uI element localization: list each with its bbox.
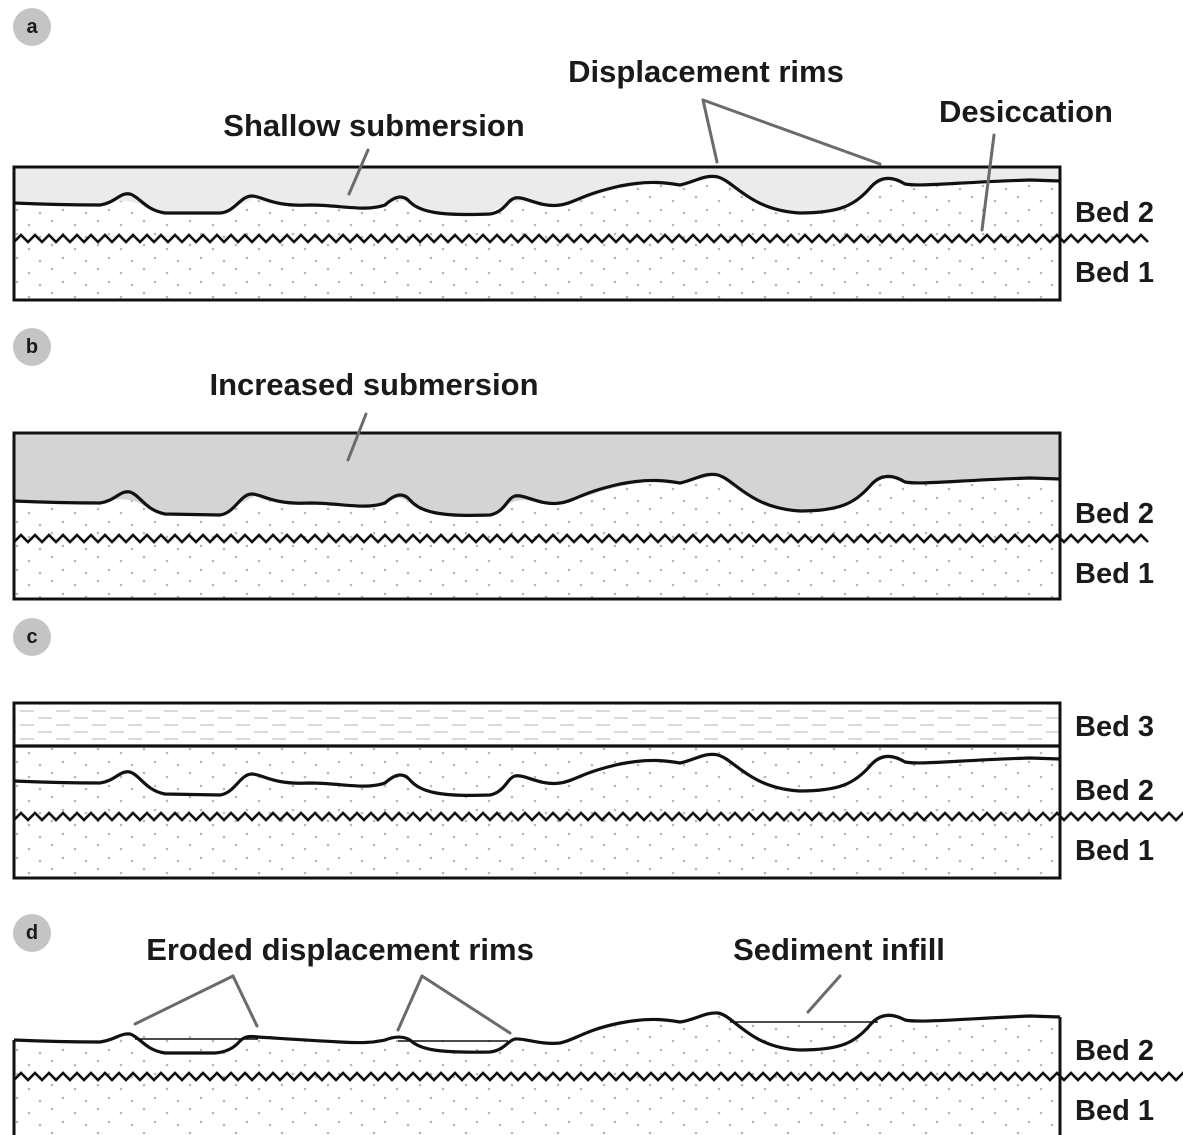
- deep-water: [14, 433, 1060, 516]
- shallow-submersion-leader: [347, 148, 370, 196]
- bed-1-label: Bed 1: [1075, 257, 1154, 289]
- panel-a: a Shallow submersion Displacement rims D…: [12, 8, 1154, 302]
- panel-a-letter: a: [26, 16, 38, 38]
- bed-2-label: Bed 2: [1075, 498, 1154, 530]
- panel-b-letter: b: [26, 336, 38, 358]
- bed-boundary-zigzag: [13, 811, 1183, 822]
- panel-c-letter: c: [26, 626, 37, 648]
- panel-c: c Bed 3 Bed 2 Bed 1: [12, 618, 1183, 880]
- panel-b-frame: [12, 431, 1062, 601]
- displacement-rims-label: Displacement rims: [568, 54, 844, 89]
- eroded-rims-leader-1: [133, 974, 235, 1026]
- panel-a-badge: [13, 8, 51, 46]
- sediment-surface-line: [13, 174, 1061, 217]
- panel-d-letter: d: [26, 922, 38, 944]
- desiccation-label: Desiccation: [939, 94, 1113, 129]
- panel-d: d Eroded displacement rims Sediment infi…: [12, 914, 1183, 1135]
- bed-2-label: Bed 2: [1075, 775, 1154, 807]
- panel-b-badge: [13, 328, 51, 366]
- shallow-submersion-label: Shallow submersion: [223, 108, 524, 143]
- desiccation-leader: [980, 133, 996, 232]
- eroded-rims-leader-3: [396, 974, 424, 1032]
- sediment-infill-label: Sediment infill: [733, 932, 945, 967]
- bed-2-label: Bed 2: [1075, 1035, 1154, 1067]
- eroded-rims-leader-4: [420, 974, 512, 1035]
- bed-2-top-surface-line: [13, 752, 1061, 797]
- displacement-rims-leader-1: [701, 98, 719, 164]
- panel-d-badge: [13, 914, 51, 952]
- increased-submersion-label: Increased submersion: [209, 367, 538, 402]
- displacement-rims-leader-2: [701, 98, 882, 166]
- eroded-rims-leader-2: [231, 974, 259, 1028]
- bed-1-label: Bed 1: [1075, 558, 1154, 590]
- panel-c-frame: [12, 701, 1062, 880]
- eroded-displacement-rims-label: Eroded displacement rims: [146, 932, 534, 967]
- bed-boundary-zigzag: [13, 1071, 1183, 1082]
- panel-b: b Increased submersion Bed 2 Bed 1: [12, 328, 1154, 601]
- sediment-surface-line: [13, 1011, 1061, 1055]
- bed-3-fill: [14, 703, 1060, 746]
- panel-a-frame: [12, 165, 1062, 302]
- sediment-surface-line: [13, 472, 1061, 517]
- bed-3-label: Bed 3: [1075, 711, 1154, 743]
- increased-submersion-leader: [346, 412, 368, 462]
- bed-1-label: Bed 1: [1075, 835, 1154, 867]
- panel-c-badge: [13, 618, 51, 656]
- bed-boundary-zigzag: [13, 233, 1149, 244]
- bed-2-label: Bed 2: [1075, 197, 1154, 229]
- bed-1-label: Bed 1: [1075, 1095, 1154, 1127]
- bed-boundary-zigzag: [13, 533, 1149, 544]
- sediment-infill-leader: [806, 974, 842, 1014]
